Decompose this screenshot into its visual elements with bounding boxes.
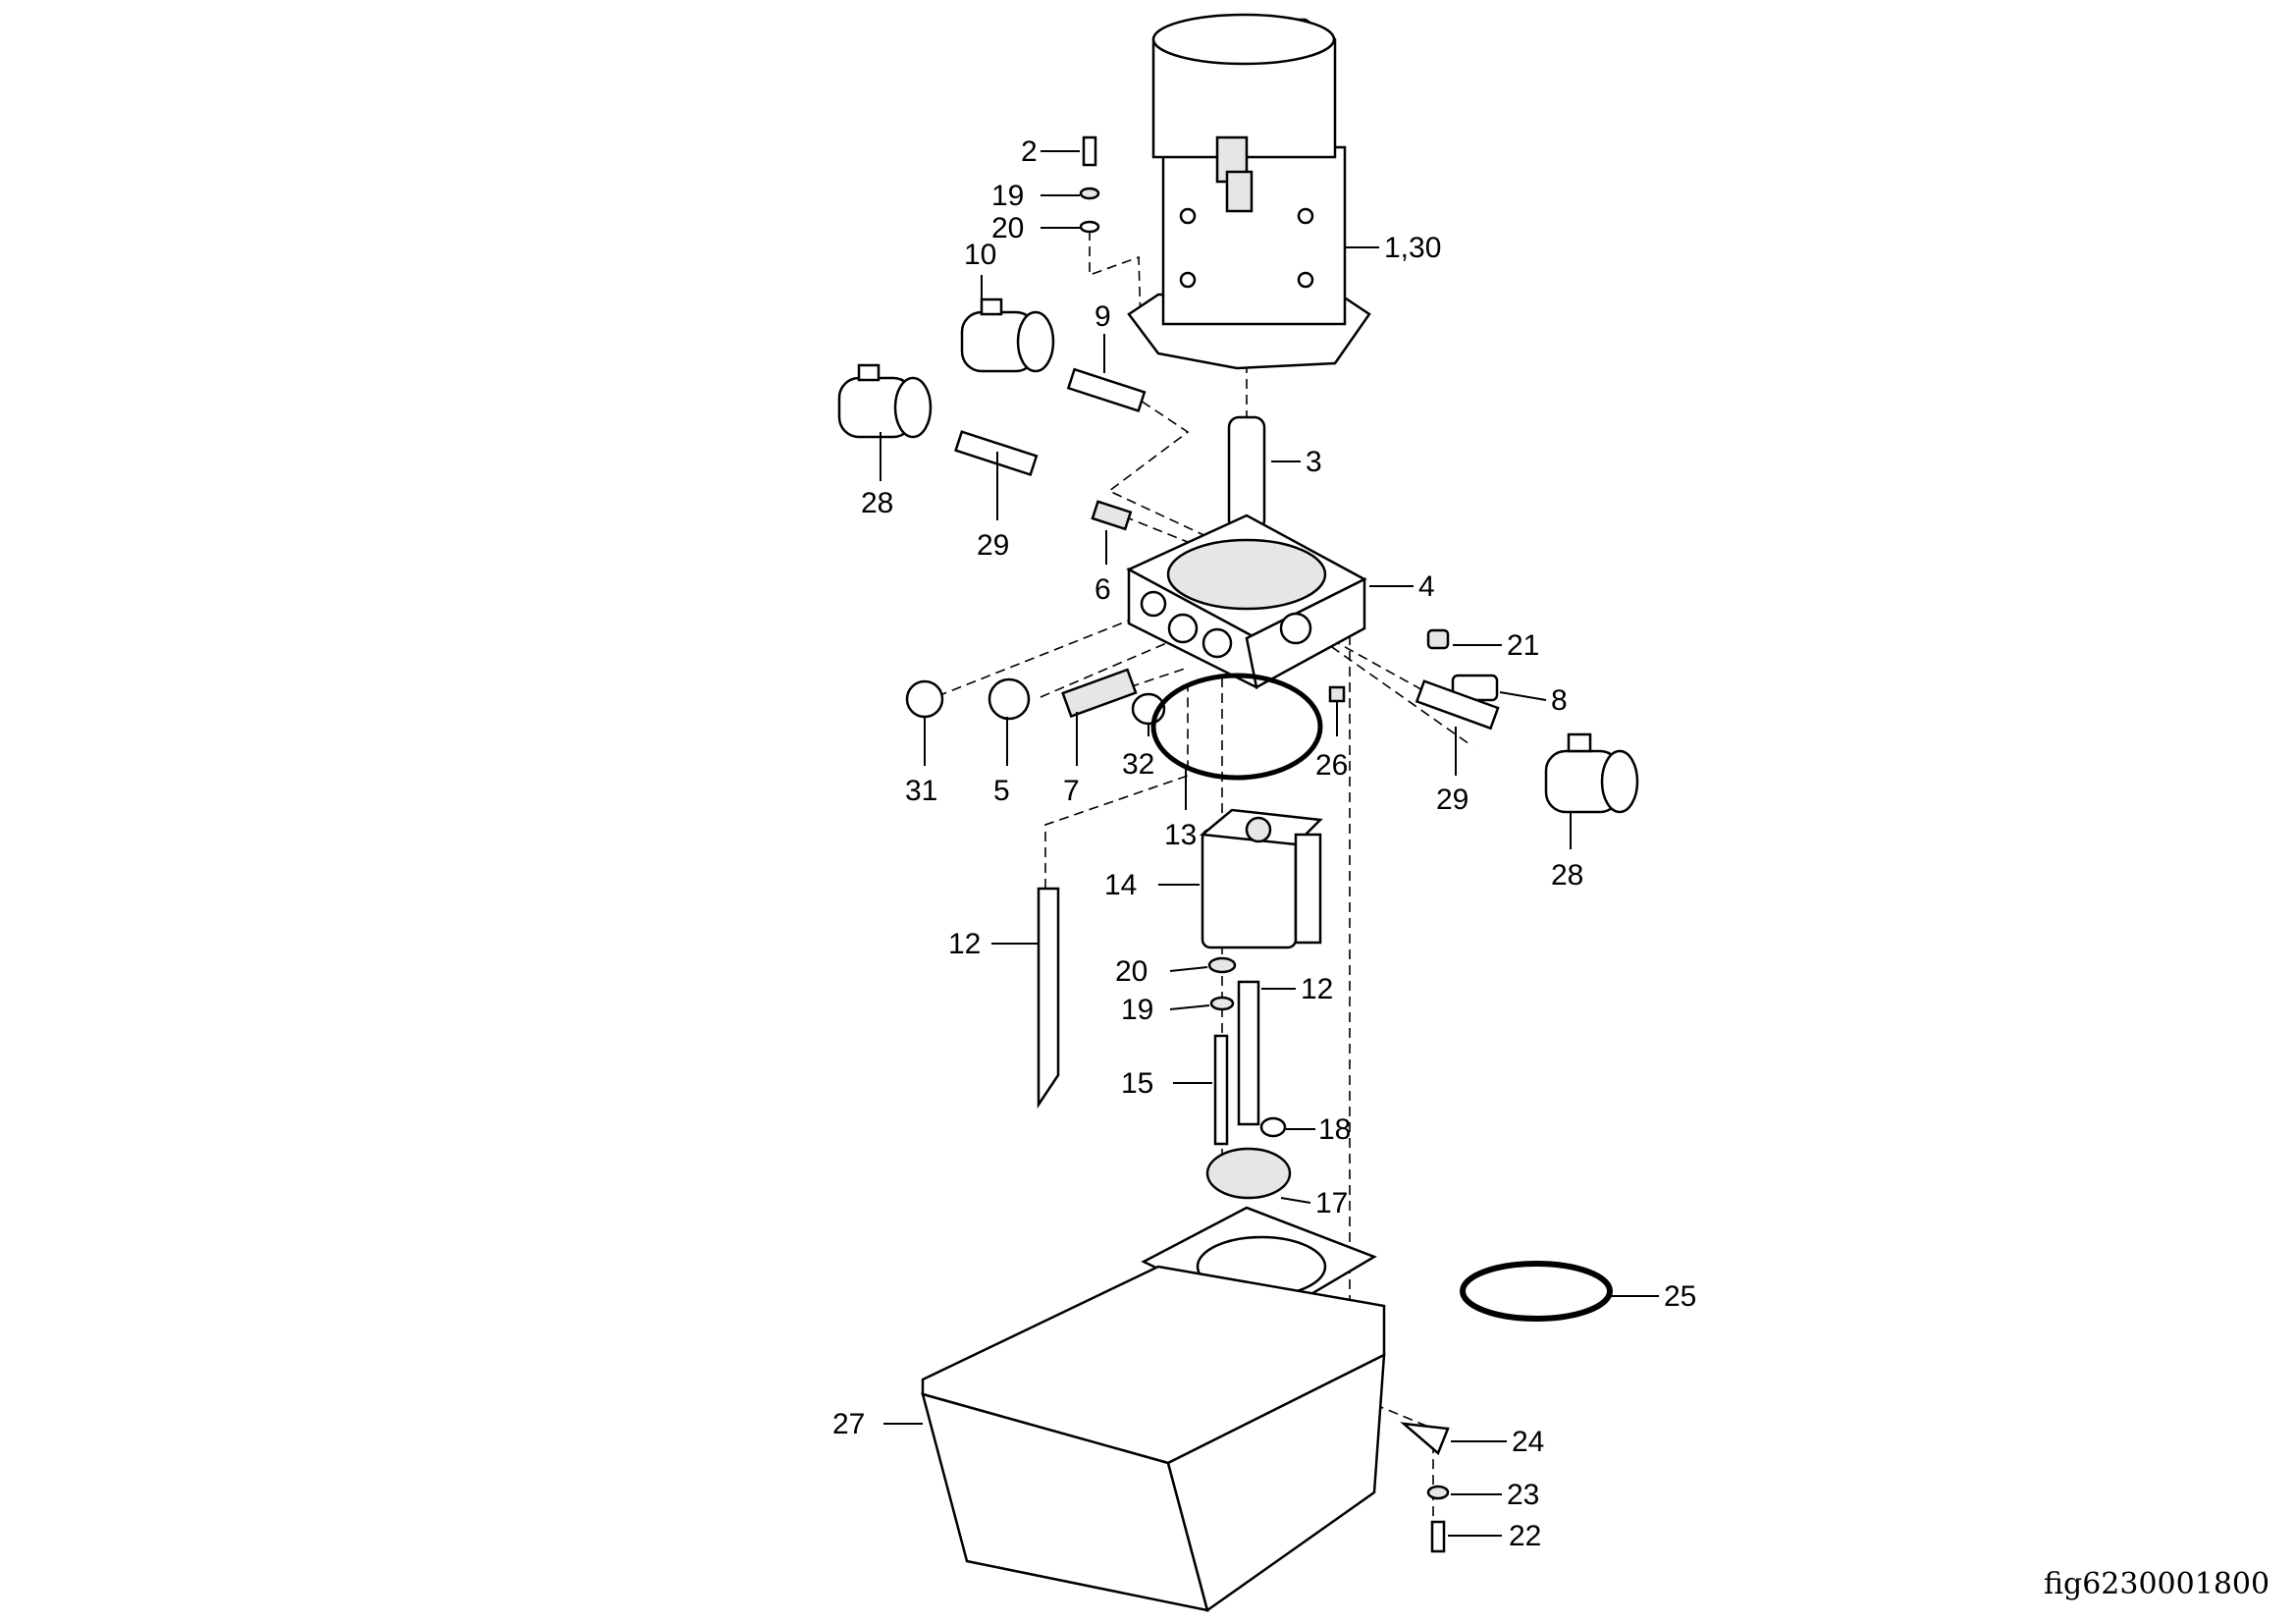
- callout-28: 28: [861, 487, 893, 519]
- valve-cartridge: [1061, 668, 1138, 719]
- callout-1-30: 1,30: [1384, 232, 1441, 264]
- manifold-block: [1126, 514, 1367, 690]
- plug: [988, 677, 1031, 721]
- callout-7: 7: [1063, 775, 1080, 807]
- washer: [1079, 220, 1100, 234]
- valve-cartridge: [1066, 367, 1147, 412]
- return-pipe: [1037, 887, 1060, 1110]
- plug: [1328, 685, 1346, 703]
- plug: [905, 679, 944, 719]
- callout-19: 19: [1121, 994, 1153, 1026]
- figure-id: fig6230001800: [2044, 1567, 2270, 1601]
- callout-18: 18: [1318, 1113, 1351, 1146]
- solenoid-coil: [1544, 732, 1639, 814]
- hose-clamp: [1460, 1261, 1613, 1322]
- callout-13: 13: [1164, 819, 1197, 851]
- callout-27: 27: [832, 1408, 865, 1440]
- bolt: [1430, 1520, 1446, 1553]
- callout-29: 29: [977, 529, 1009, 562]
- callout-12: 12: [948, 928, 981, 960]
- motor: [1127, 13, 1371, 370]
- callout-32: 32: [1122, 748, 1154, 781]
- callout-26: 26: [1315, 749, 1348, 782]
- o-ring: [1150, 673, 1323, 781]
- callout-10: 10: [964, 239, 996, 271]
- callout-23: 23: [1507, 1479, 1539, 1511]
- bolt: [1213, 1034, 1229, 1146]
- callout-31: 31: [905, 775, 937, 807]
- pump: [1199, 808, 1323, 949]
- callout-20: 20: [1115, 955, 1148, 988]
- callout-20: 20: [991, 212, 1024, 244]
- valve-cartridge: [1415, 679, 1500, 731]
- valve-cartridge: [954, 430, 1039, 476]
- callout-19: 19: [991, 180, 1024, 212]
- callout-29: 29: [1436, 784, 1468, 816]
- callout-2: 2: [1021, 135, 1038, 168]
- callout-9: 9: [1095, 300, 1111, 333]
- check-valve: [1091, 500, 1133, 531]
- filter: [1205, 1147, 1292, 1200]
- solenoid-coil: [837, 363, 933, 439]
- callout-14: 14: [1104, 869, 1137, 901]
- washer: [1426, 1485, 1450, 1500]
- callout-24: 24: [1512, 1426, 1544, 1458]
- solenoid-coil: [960, 298, 1055, 373]
- plug: [1426, 628, 1450, 650]
- magnet: [1259, 1116, 1287, 1138]
- callout-4: 4: [1418, 570, 1435, 603]
- callout-12: 12: [1301, 973, 1333, 1005]
- callout-8: 8: [1551, 684, 1568, 717]
- oil-tank: [921, 1206, 1386, 1613]
- suction-pipe: [1237, 980, 1260, 1126]
- leader-lines: [880, 150, 1659, 1537]
- callout-21: 21: [1507, 629, 1539, 662]
- callout-5: 5: [993, 775, 1010, 807]
- callout-28: 28: [1551, 859, 1583, 892]
- callout-22: 22: [1509, 1520, 1541, 1552]
- screw: [1082, 135, 1097, 167]
- washer: [1079, 187, 1100, 200]
- bracket: [1400, 1422, 1450, 1456]
- callout-6: 6: [1095, 573, 1111, 606]
- callout-17: 17: [1315, 1187, 1348, 1219]
- callout-3: 3: [1306, 446, 1322, 478]
- washer: [1207, 956, 1237, 974]
- callout-15: 15: [1121, 1067, 1153, 1100]
- coupling: [1227, 415, 1266, 532]
- washer: [1209, 996, 1235, 1011]
- callout-25: 25: [1664, 1280, 1696, 1313]
